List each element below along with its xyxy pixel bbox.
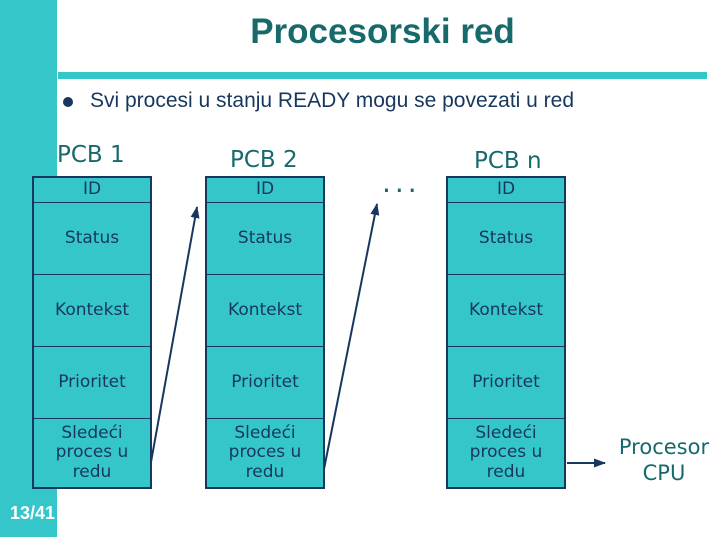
- bullet-icon: [63, 97, 73, 107]
- cpu-label: Procesor CPU: [612, 434, 716, 486]
- cpu-label-line1: Procesor: [618, 435, 710, 459]
- pcb-2-table: ID Status Kontekst Prioritet Sledeći pro…: [205, 176, 325, 489]
- pcb-1-label: PCB 1: [57, 142, 125, 168]
- page-number: 13/41: [10, 503, 56, 523]
- pcb-2-label: PCB 2: [230, 147, 298, 173]
- pcb-cell-next: Sledeći proces u redu: [448, 418, 564, 487]
- pcb-cell-kontekst: Kontekst: [448, 274, 564, 346]
- bullet-text: Svi procesi u stanju READY mogu se povez…: [90, 89, 575, 112]
- pcb-cell-prioritet: Prioritet: [448, 346, 564, 418]
- ellipsis: ...: [382, 166, 421, 199]
- slide-title: Procesorski red: [250, 12, 515, 51]
- pcb-cell-id: ID: [255, 179, 275, 200]
- pcb-cell-kontekst: Kontekst: [207, 274, 323, 346]
- pcb-cell-status: Status: [207, 202, 323, 274]
- pcb-1-table: ID Status Kontekst Prioritet Sledeći pro…: [32, 176, 152, 489]
- pcb-cell-next: Sledeći proces u redu: [34, 418, 150, 487]
- pcb-n-table: ID Status Kontekst Prioritet Sledeći pro…: [446, 176, 566, 489]
- pcb-cell-id: ID: [82, 179, 102, 200]
- pcb-cell-status: Status: [448, 202, 564, 274]
- pcb-cell-kontekst: Kontekst: [34, 274, 150, 346]
- pcb-cell-id: ID: [496, 179, 516, 200]
- cpu-label-line2: CPU: [642, 461, 686, 485]
- title-underline: [58, 72, 707, 79]
- pcb-n-label: PCB n: [474, 148, 542, 174]
- arrow-pcb2-to-ellipsis: [323, 203, 380, 470]
- pcb-cell-next: Sledeći proces u redu: [207, 418, 323, 487]
- arrow-pcb1-to-pcb2: [150, 206, 200, 463]
- pcb-cell-status: Status: [34, 202, 150, 274]
- pcb-cell-prioritet: Prioritet: [207, 346, 323, 418]
- pcb-cell-prioritet: Prioritet: [34, 346, 150, 418]
